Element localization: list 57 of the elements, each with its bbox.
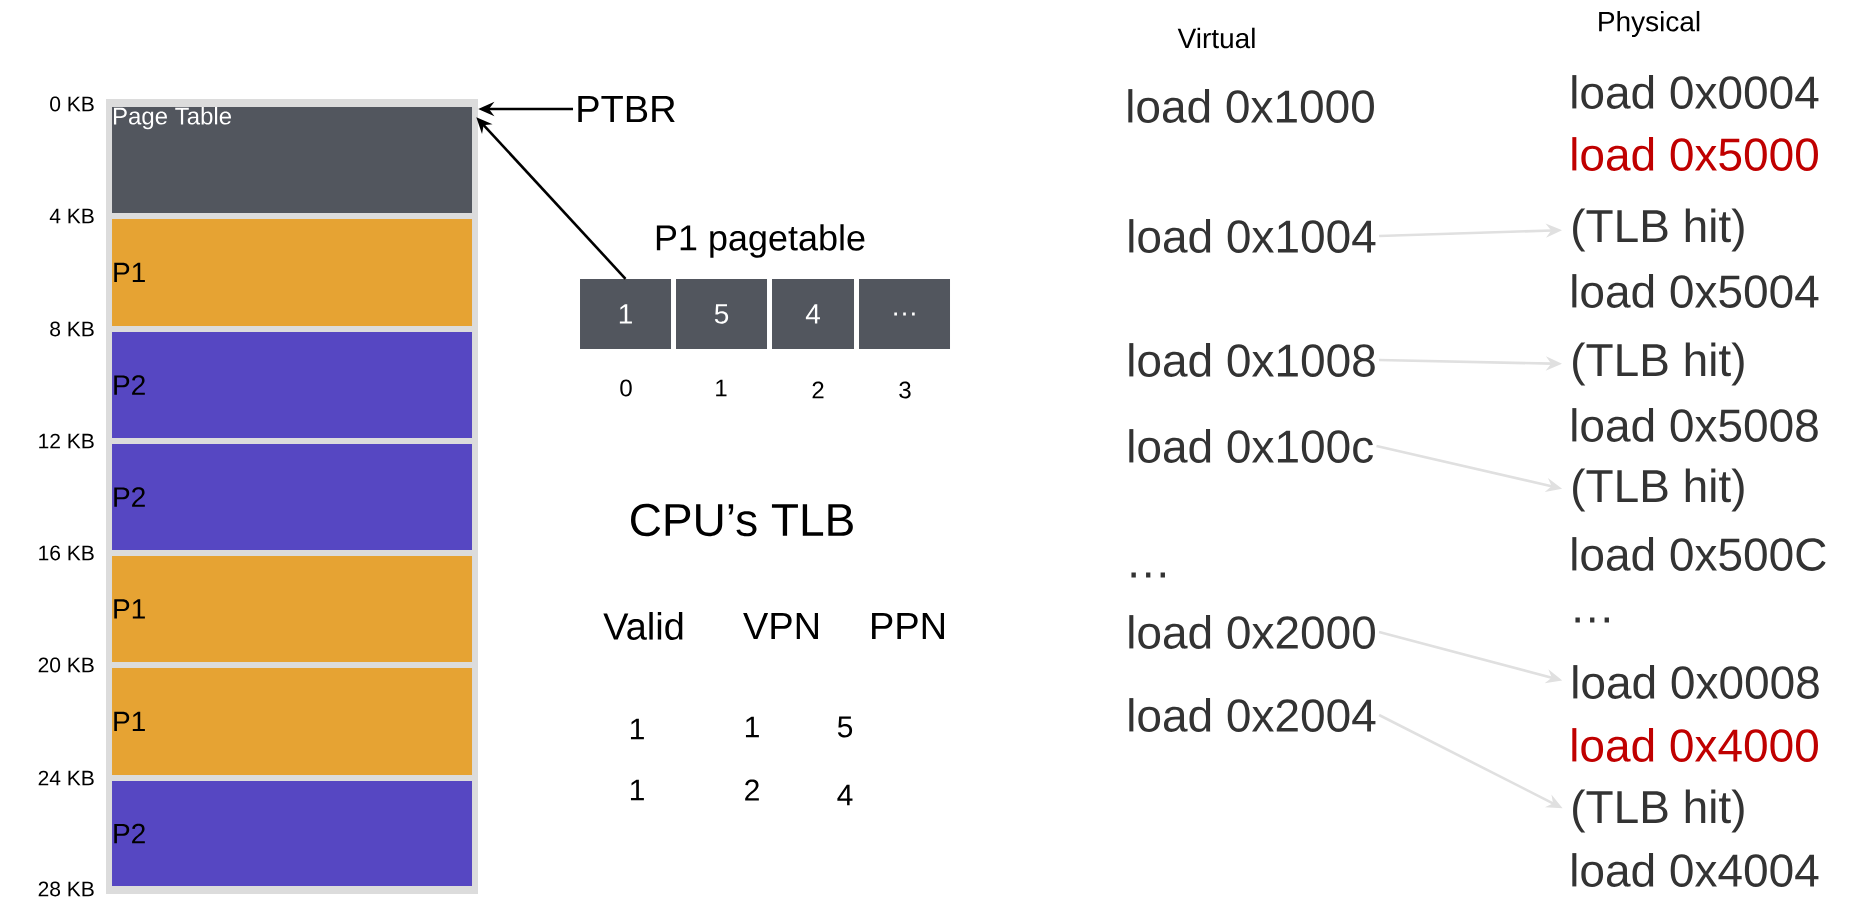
- table-value: 1: [630, 718, 644, 740]
- memory-block: P1: [112, 668, 472, 775]
- column-header: VPN: [743, 612, 818, 640]
- table-title: CPU’s TLB: [631, 503, 853, 537]
- address-text: load 0x5008: [1572, 408, 1818, 442]
- address-text: load 0x5004: [1572, 274, 1819, 308]
- memory-block: P1: [112, 556, 472, 662]
- table-value: 2: [745, 779, 759, 801]
- table-cell: …: [859, 279, 950, 349]
- address-text: load 0x4004: [1572, 853, 1819, 887]
- address-text: (TLB hit): [1573, 208, 1744, 252]
- column-header: Virtual: [1177, 27, 1255, 49]
- address-text: (TLB hit): [1573, 342, 1744, 386]
- address-text: (TLB hit): [1573, 468, 1744, 512]
- table-cell: 5: [676, 279, 767, 349]
- address-text: load 0x2000: [1129, 615, 1375, 649]
- register-label: PTBR: [578, 95, 675, 123]
- table-cell: 1: [580, 279, 671, 349]
- address-text: load 0x1008: [1129, 343, 1375, 377]
- memory-block: P2: [112, 444, 472, 550]
- memory-block: P1: [112, 219, 472, 326]
- table-value: 5: [837, 716, 853, 738]
- ellipsis: …: [1131, 572, 1165, 578]
- memory-block: P2: [112, 781, 472, 886]
- address-text: load 0x1000: [1128, 89, 1374, 123]
- address-text: load 0x2004: [1129, 698, 1376, 732]
- address-text: load 0x500C: [1572, 537, 1826, 571]
- address-label: 16 KB: [39, 545, 94, 561]
- memory-block: P2: [112, 332, 472, 438]
- table-cell: 4: [772, 279, 854, 349]
- ellipsis: …: [1575, 617, 1609, 623]
- column-header: PPN: [872, 612, 944, 640]
- address-label: 4 KB: [49, 208, 94, 224]
- table-title: P1 pagetable: [656, 224, 865, 258]
- column-header: Physical: [1599, 10, 1700, 38]
- column-header: Valid: [603, 612, 683, 640]
- address-text: load 0x5000: [1572, 137, 1818, 171]
- address-text: load 0x4000: [1572, 728, 1818, 762]
- address-text: load 0x100c: [1129, 429, 1373, 463]
- table-value: 1: [630, 779, 644, 801]
- address-label: 20 KB: [38, 657, 94, 673]
- index-number: 2: [812, 381, 824, 399]
- table-value: 1: [745, 716, 759, 738]
- index-number: 1: [716, 379, 727, 397]
- address-label: 28 KB: [38, 881, 94, 897]
- index-number: 0: [620, 379, 632, 397]
- table-value: 4: [837, 784, 853, 806]
- address-label: 24 KB: [38, 770, 94, 786]
- address-label: 12 KB: [39, 433, 94, 449]
- address-text: load 0x0008: [1573, 665, 1819, 699]
- memory-block: Page Table: [112, 107, 472, 213]
- address-text: load 0x0004: [1572, 75, 1819, 109]
- address-label: 0 KB: [50, 96, 94, 112]
- address-text: load 0x1004: [1129, 219, 1376, 253]
- index-number: 3: [899, 381, 911, 399]
- address-text: (TLB hit): [1573, 789, 1744, 833]
- address-label: 8 KB: [50, 321, 94, 337]
